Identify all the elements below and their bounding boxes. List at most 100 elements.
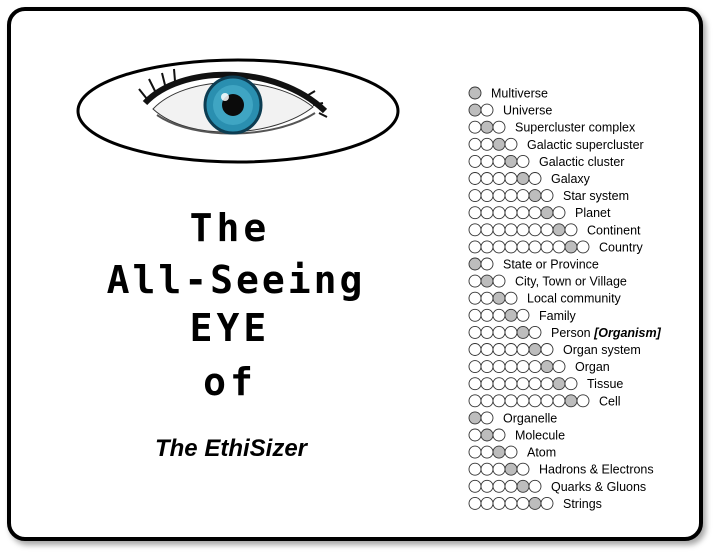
poster-frame: The All-Seeing EYE of The EthiSizer Mult…	[7, 7, 703, 541]
level-circle	[480, 411, 494, 425]
level-circle	[492, 325, 506, 339]
level-circle	[468, 428, 482, 442]
hierarchy-level-14: Family	[468, 308, 577, 323]
level-circle	[468, 479, 482, 493]
level-circle	[468, 462, 482, 476]
level-circle	[516, 343, 530, 356]
level-circle	[528, 394, 542, 408]
active-level-circle	[504, 308, 518, 322]
hierarchy-level-10: Country	[468, 240, 644, 254]
hierarchy-level-18: Tissue	[468, 377, 623, 391]
level-circle	[492, 223, 506, 237]
level-circle	[468, 394, 482, 408]
level-circle	[480, 479, 494, 493]
hierarchy-level-20: Organelle	[468, 411, 557, 425]
hierarchy-level-2: Universe	[468, 103, 552, 118]
level-circle	[540, 189, 554, 203]
level-circle	[492, 189, 506, 203]
active-level-circle	[480, 274, 494, 288]
level-circle	[528, 240, 542, 254]
active-level-circle	[492, 137, 506, 151]
level-circle	[504, 137, 518, 151]
hierarchy-level-19: Cell	[468, 394, 621, 408]
level-circle	[492, 462, 506, 476]
hierarchy-level-16: Organ system	[468, 343, 641, 357]
hierarchy-level-13: Local community	[468, 291, 622, 306]
level-circle	[552, 394, 566, 408]
hierarchy-level-5: Galactic cluster	[468, 154, 624, 169]
hierarchy-level-label: Organelle	[503, 411, 557, 425]
level-circle	[492, 394, 506, 408]
level-circle	[528, 325, 542, 339]
level-circle	[504, 496, 518, 510]
hierarchy-level-15: Person [Organism]	[468, 325, 662, 340]
level-circle	[492, 120, 506, 134]
title-line-eye: EYE	[189, 306, 271, 350]
active-level-circle	[528, 343, 542, 356]
hierarchy-level-label: Molecule	[515, 429, 565, 443]
level-circle	[516, 223, 530, 237]
level-circle	[516, 462, 530, 476]
level-circle	[528, 479, 542, 493]
level-circle	[492, 240, 506, 254]
eye-icon	[76, 58, 400, 164]
active-level-circle	[468, 103, 482, 117]
hierarchy-level-9: Continent	[468, 223, 641, 237]
hierarchy-level-label: Organ	[575, 360, 610, 374]
level-circle	[480, 291, 494, 305]
hierarchy-level-24: Quarks & Gluons	[468, 479, 646, 494]
level-circle	[480, 154, 494, 168]
hierarchy-level-4: Galactic supercluster	[468, 137, 644, 152]
level-circle	[516, 154, 530, 168]
hierarchy-level-label: Universe	[503, 104, 552, 118]
hierarchy-level-label: Quarks & Gluons	[551, 480, 646, 494]
level-circle	[480, 189, 494, 203]
title-line-the: The	[189, 206, 271, 250]
level-circle	[504, 479, 518, 493]
level-circle	[468, 343, 482, 356]
level-circle	[564, 223, 578, 237]
hierarchy-level-label: Galactic cluster	[539, 155, 624, 169]
level-circle	[540, 394, 554, 408]
level-circle	[492, 343, 506, 356]
active-level-circle	[516, 325, 530, 339]
active-level-circle	[468, 86, 482, 100]
level-circle	[468, 291, 482, 305]
hierarchy-level-label: Tissue	[587, 377, 623, 391]
level-circle	[492, 479, 506, 493]
level-circle	[480, 445, 494, 459]
level-circle	[540, 343, 554, 356]
level-circle	[504, 445, 518, 459]
level-circle	[480, 325, 494, 339]
hierarchy-level-label: Planet	[575, 206, 611, 220]
level-circle	[468, 189, 482, 203]
level-circle	[492, 206, 506, 220]
level-circle	[552, 360, 566, 374]
level-circle	[480, 240, 494, 254]
active-level-circle	[540, 206, 554, 220]
level-circle	[576, 240, 590, 254]
hierarchy-level-label: Hadrons & Electrons	[539, 463, 654, 477]
hierarchy-level-label: Local community	[527, 292, 622, 306]
hierarchy-level-label: Continent	[587, 223, 641, 237]
hierarchy-level-22: Atom	[468, 445, 556, 460]
active-level-circle	[564, 240, 578, 254]
active-level-circle	[528, 496, 542, 510]
level-circle	[516, 496, 530, 510]
level-circle	[540, 496, 554, 510]
hierarchy-level-23: Hadrons & Electrons	[468, 462, 654, 477]
hierarchy-level-1: Multiverse	[468, 86, 548, 101]
level-circle	[468, 496, 482, 510]
active-level-circle	[564, 394, 578, 408]
level-circle	[492, 154, 506, 168]
active-level-circle	[552, 377, 566, 391]
level-circle	[504, 223, 518, 237]
level-circle	[468, 360, 482, 374]
level-circle	[480, 360, 494, 374]
hierarchy-level-11: State or Province	[468, 258, 599, 272]
level-circle	[540, 223, 554, 237]
level-circle	[504, 343, 518, 356]
level-circle	[504, 206, 518, 220]
level-circle	[552, 206, 566, 220]
level-circle	[504, 377, 518, 391]
